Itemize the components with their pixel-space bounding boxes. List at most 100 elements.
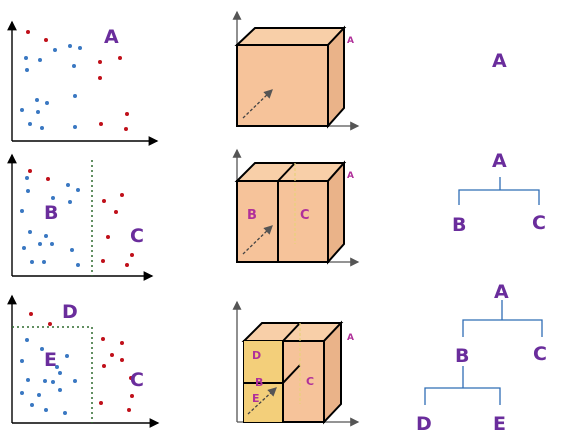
red-point bbox=[26, 30, 30, 34]
blue-point bbox=[70, 248, 74, 252]
red-point bbox=[118, 56, 122, 60]
red-point bbox=[101, 259, 105, 263]
blue-point bbox=[20, 209, 24, 213]
red-point bbox=[28, 169, 32, 173]
red-point bbox=[125, 112, 129, 116]
blue-point bbox=[53, 48, 57, 52]
blue-point bbox=[63, 411, 67, 415]
cube-depth-arrow bbox=[242, 89, 273, 119]
cube-front-face bbox=[236, 180, 329, 263]
red-point bbox=[98, 76, 102, 80]
red-point bbox=[120, 358, 124, 362]
row-3: D E C D B E C A A bbox=[7, 281, 547, 434]
cube-depth-arrow bbox=[242, 225, 273, 255]
red-point bbox=[106, 235, 110, 239]
region-label-c: C bbox=[130, 225, 144, 247]
blue-point bbox=[26, 189, 30, 193]
blue-point bbox=[68, 200, 72, 204]
tree-node-c: C bbox=[533, 343, 547, 365]
red-point bbox=[125, 263, 129, 267]
blue-point bbox=[72, 64, 76, 68]
cube-depth-arrow bbox=[247, 387, 277, 415]
blue-point bbox=[22, 246, 26, 250]
red-point bbox=[101, 337, 105, 341]
red-point bbox=[129, 376, 133, 380]
cube-front-face bbox=[236, 44, 329, 127]
scatter-panel-1: A bbox=[7, 20, 159, 146]
red-point bbox=[99, 401, 103, 405]
tree-edge bbox=[424, 387, 501, 405]
blue-point bbox=[37, 393, 41, 397]
red-point bbox=[98, 60, 102, 64]
cube-corner-label: A bbox=[347, 333, 354, 343]
cube-side-face bbox=[327, 25, 345, 129]
cube-top-face bbox=[234, 27, 347, 46]
scatter-panel-2: B C bbox=[7, 153, 154, 281]
cube-highlight-region bbox=[244, 341, 283, 422]
tree-panel-3: A B C D E bbox=[416, 281, 547, 434]
red-point bbox=[120, 341, 124, 345]
tree-node-c: C bbox=[532, 212, 546, 234]
cube-label-e: E bbox=[252, 392, 260, 405]
red-point bbox=[130, 253, 134, 257]
blue-point bbox=[58, 371, 62, 375]
blue-point bbox=[26, 378, 30, 382]
blue-point bbox=[36, 110, 40, 114]
blue-point bbox=[20, 108, 24, 112]
red-point bbox=[102, 364, 106, 368]
cube-corner-label: A bbox=[347, 171, 354, 181]
blue-point bbox=[73, 125, 77, 129]
tree-panel-2: A B C bbox=[452, 150, 546, 236]
blue-point bbox=[30, 403, 34, 407]
blue-point bbox=[76, 188, 80, 192]
blue-point bbox=[25, 176, 29, 180]
region-label-e: E bbox=[44, 349, 57, 371]
region-label-a: A bbox=[104, 26, 119, 48]
region-label-b: B bbox=[44, 202, 58, 224]
blue-point bbox=[24, 56, 28, 60]
blue-point bbox=[25, 68, 29, 72]
red-point bbox=[114, 210, 118, 214]
cube-split-horizontal-depth bbox=[282, 364, 301, 384]
red-point bbox=[99, 122, 103, 126]
blue-point bbox=[45, 101, 49, 105]
red-point bbox=[102, 199, 106, 203]
scatter-dots-3 bbox=[20, 312, 134, 415]
blue-point bbox=[40, 126, 44, 130]
tree-node-d: D bbox=[416, 413, 432, 434]
cube-side-face bbox=[323, 320, 342, 425]
blue-point bbox=[28, 122, 32, 126]
cube-label-c: C bbox=[306, 375, 314, 388]
tree-node-a: A bbox=[492, 50, 507, 72]
cube-label-d: D bbox=[252, 349, 261, 362]
blue-point bbox=[28, 230, 32, 234]
red-point bbox=[120, 193, 124, 197]
blue-point bbox=[51, 380, 55, 384]
red-point bbox=[46, 177, 50, 181]
cube-corner-label: A bbox=[347, 36, 354, 46]
blue-point bbox=[73, 94, 77, 98]
blue-point bbox=[44, 234, 48, 238]
tree-edge bbox=[462, 319, 543, 337]
tree-edge bbox=[458, 189, 540, 205]
row-1: A A A bbox=[7, 10, 507, 146]
blue-point bbox=[65, 354, 69, 358]
blue-point bbox=[73, 379, 77, 383]
cube-top-face bbox=[234, 162, 347, 182]
scatter-panel-3: D E C bbox=[7, 294, 160, 428]
scatter-dots-1 bbox=[20, 30, 129, 131]
cube-split-top bbox=[282, 322, 301, 342]
tree-node-b: B bbox=[452, 214, 466, 236]
blue-point bbox=[42, 260, 46, 264]
red-point bbox=[124, 127, 128, 131]
red-point bbox=[48, 322, 52, 326]
blue-point bbox=[20, 359, 24, 363]
cube-panel-1: A bbox=[232, 10, 360, 131]
red-point bbox=[29, 312, 33, 316]
tree-node-a: A bbox=[494, 281, 509, 303]
region-label-c: C bbox=[130, 369, 144, 391]
blue-point bbox=[20, 391, 24, 395]
cube-label-c: C bbox=[300, 208, 310, 223]
cube-label-b: B bbox=[255, 376, 263, 389]
